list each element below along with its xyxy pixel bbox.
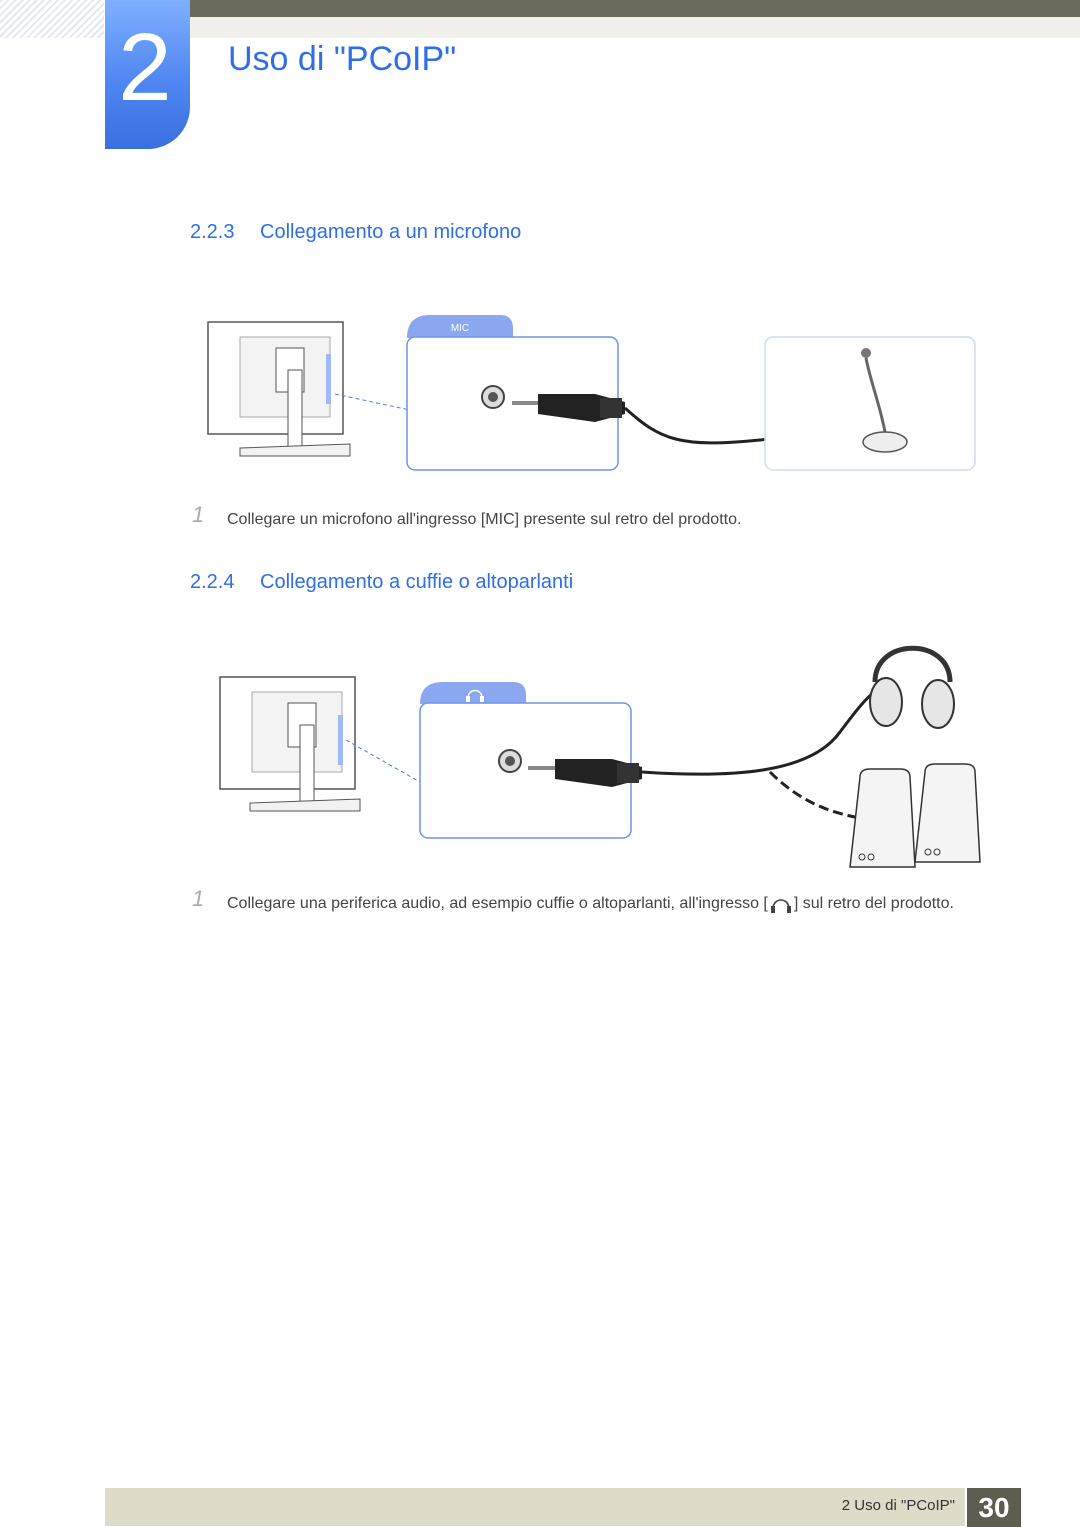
step-text-after: ] sul retro del prodotto. — [793, 895, 954, 912]
section-heading-microphone: 2.2.3 Collegamento a un microfono — [190, 221, 521, 244]
step-text-before: Collegare una periferica audio, ad esemp… — [227, 895, 768, 912]
chapter-number: 2 — [118, 14, 172, 121]
step-text: Collegare un microfono all'ingresso [MIC… — [227, 511, 742, 528]
section-number: 2.2.3 — [190, 221, 235, 243]
headphones-icon — [869, 645, 955, 729]
microphone-icon — [861, 348, 908, 453]
section-heading-headphones: 2.2.4 Collegamento a cuffie o altoparlant… — [190, 571, 573, 594]
chapter-title: Uso di "PCoIP" — [228, 40, 457, 78]
microphone-diagram: MIC — [207, 315, 976, 471]
section-title: Collegamento a cuffie o altoparlanti — [260, 571, 574, 593]
header-bar-light — [190, 17, 1080, 38]
audio-jack-icon — [481, 385, 505, 409]
mic-port-label: MIC — [451, 323, 469, 334]
step-number: 1 — [192, 886, 205, 911]
headphones-speakers-diagram — [219, 645, 981, 868]
header-bar — [190, 0, 1080, 17]
chapter-tab — [105, 0, 190, 149]
headphones-icon — [770, 898, 791, 913]
step-text: Collegare una periferica audio, ad esemp… — [227, 890, 967, 917]
section-title: Collegamento a un microfono — [260, 221, 522, 243]
speakers-icon — [849, 763, 981, 868]
page-number: 30 — [967, 1488, 1021, 1527]
footer-bar — [105, 1488, 965, 1526]
footer-chapter-label: 2 Uso di "PCoIP" — [841, 1497, 955, 1514]
header-hatch-decoration — [0, 0, 104, 38]
section-number: 2.2.4 — [190, 571, 235, 593]
step-number: 1 — [192, 502, 205, 527]
headphones-icon — [466, 689, 484, 702]
audio-jack-icon — [498, 749, 522, 773]
monitor-icon — [207, 321, 411, 457]
monitor-icon — [219, 676, 421, 812]
